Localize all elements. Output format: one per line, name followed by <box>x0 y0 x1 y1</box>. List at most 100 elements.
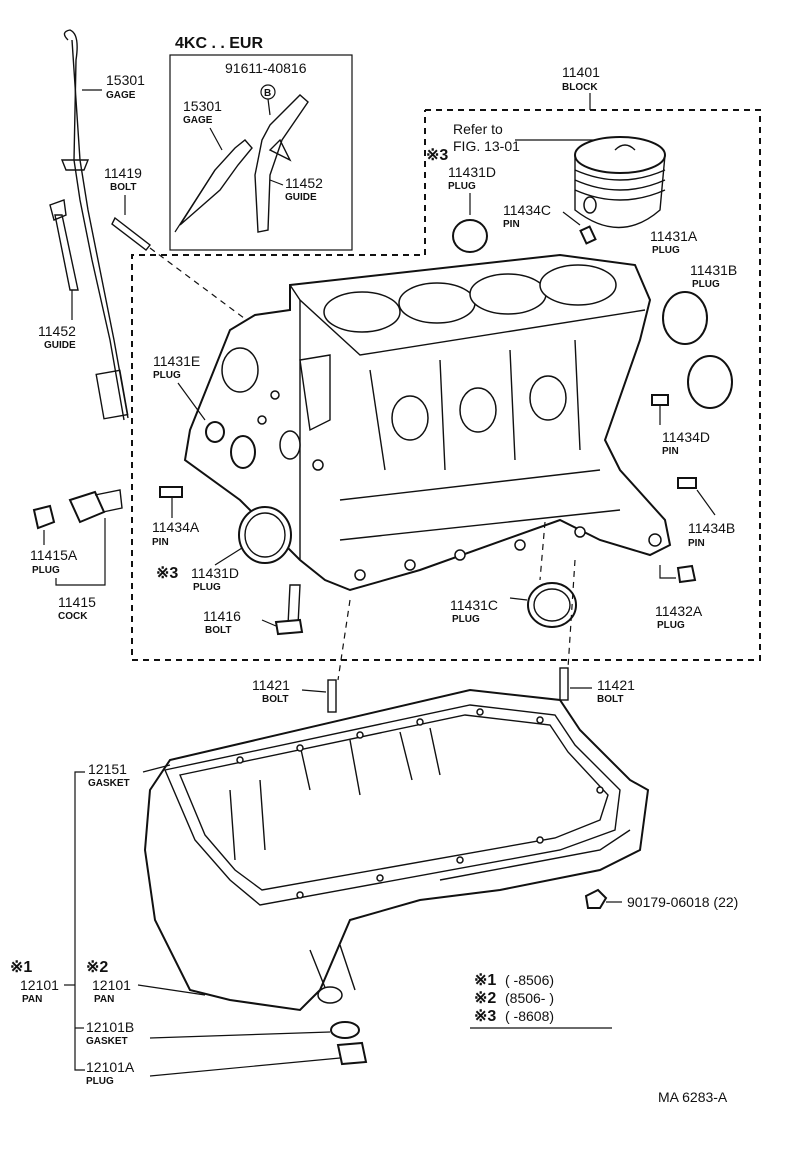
inset-part-number: 91611-40816 <box>225 60 307 76</box>
plug-11431D-top-number: 11431D <box>448 164 496 180</box>
plug-11415A-shape <box>32 504 56 530</box>
pin-11434B-number: 11434B <box>688 520 735 536</box>
block-group-frame <box>131 109 761 661</box>
guide-tube <box>54 214 79 291</box>
bolt-11419-name: BOLT <box>110 182 136 193</box>
plug-11431D-top-shape <box>452 219 488 253</box>
block-number: 11401 <box>562 64 600 80</box>
pan-12101-a-name: PAN <box>22 994 42 1005</box>
bolt-11419-number: 11419 <box>104 165 142 181</box>
bolt-11421-left-name: BOLT <box>262 694 288 705</box>
plug-11431E-number: 11431E <box>153 353 200 369</box>
bolt-11421-right-number: 11421 <box>597 677 635 693</box>
inset-gage-shape <box>179 139 253 226</box>
pan-group-labels: 12151 GASKET ※1 12101 PAN ※2 12101 PAN 1… <box>10 761 341 1087</box>
inset-gage-number: 15301 <box>183 98 222 114</box>
inset-marker: B <box>264 88 271 99</box>
callout-3: ※3 <box>156 565 178 582</box>
plug-11415A-name: PLUG <box>32 565 60 576</box>
inset-frame <box>169 54 353 251</box>
plug-11431A-shape <box>662 291 708 345</box>
gage-number: 15301 <box>106 72 145 88</box>
engine-block <box>183 253 672 592</box>
pin-11434C-number: 11434C <box>503 202 551 218</box>
bolt-11419: 11419 BOLT <box>104 165 261 331</box>
plug-11431D-top-name: PLUG <box>448 181 476 192</box>
guide-number: 11452 <box>38 323 76 339</box>
pin-11434D-name: PIN <box>662 446 679 457</box>
pin-11434C-shape <box>579 225 597 245</box>
pan-gasket-flange <box>164 704 621 906</box>
inset-guide-number: 11452 <box>285 175 323 191</box>
refer-line-2: FIG. 13-01 <box>453 138 520 154</box>
plug-11431C-name: PLUG <box>452 614 480 625</box>
gasket-12151-name: GASKET <box>88 778 130 789</box>
pan-12101-b-name: PAN <box>94 994 114 1005</box>
oil-pan <box>143 688 650 1012</box>
cylinder-3 <box>469 273 547 315</box>
dipstick-gage: 15301 GAGE <box>60 29 145 421</box>
callout-1: ※1 <box>10 959 32 976</box>
nut-shape <box>584 888 608 909</box>
bolt-11421-left-number: 11421 <box>252 677 290 693</box>
plug-11431B-name: PLUG <box>692 279 720 290</box>
inset-gage-name: GAGE <box>183 115 213 126</box>
inset-guide-name: GUIDE <box>285 192 317 203</box>
bolt-11419-shape <box>111 216 151 251</box>
drain-cock: 11415A PLUG 11415 COCK <box>30 489 123 622</box>
date-legend: ※1 ( -8506) ※2 (8506- ) ※3 ( -8608) <box>470 972 612 1029</box>
cock-11415-name: COCK <box>58 611 88 622</box>
pin-11434B-name: PIN <box>688 538 705 549</box>
pin-11434A-shape <box>159 486 183 498</box>
inset-guide-shape <box>254 94 309 233</box>
plug-11431D-shape <box>238 506 292 564</box>
gasket-12151-number: 12151 <box>88 761 127 777</box>
guide-name: GUIDE <box>44 340 76 351</box>
callout-3-top: ※3 <box>426 147 448 164</box>
bolt-11416-name: BOLT <box>205 625 231 636</box>
plug-11415A-number: 11415A <box>30 547 78 563</box>
inset-title: 4KC . . EUR <box>175 35 263 52</box>
bolt-11416-shape <box>287 584 301 626</box>
plug-11431E-shape <box>205 421 225 443</box>
plug-11432A-number: 11432A <box>655 603 703 619</box>
gage-name: GAGE <box>106 90 136 101</box>
pan-outline <box>143 688 650 1012</box>
gasket-12101B-shape <box>330 1021 360 1039</box>
bolt-11421-left-shape <box>327 679 337 713</box>
legend-sym-3: ※3 <box>474 1008 496 1025</box>
pin-11434D-shape <box>651 394 669 406</box>
cylinder-2 <box>398 282 476 324</box>
plug-12101A-number: 12101A <box>86 1059 135 1075</box>
plug-11431C-number: 11431C <box>450 597 498 613</box>
legend-text-3: ( -8608) <box>505 1008 554 1024</box>
plug-11432A-name: PLUG <box>657 620 685 631</box>
gasket-12101B-name: GASKET <box>86 1036 128 1047</box>
dipstick-guide: 11452 GUIDE <box>38 199 79 351</box>
legend-text-1: ( -8506) <box>505 972 554 988</box>
bolt-11421-right-shape <box>559 667 569 701</box>
legend-sym-1: ※1 <box>474 972 496 989</box>
plug-11431D-name: PLUG <box>193 582 221 593</box>
cock-11415-number: 11415 <box>58 594 96 610</box>
plug-12101A-shape <box>336 1041 368 1066</box>
drawing-code: MA 6283-A <box>658 1089 728 1105</box>
pin-11434D-number: 11434D <box>662 429 710 445</box>
gage-shaft <box>63 29 125 421</box>
inset-box: 4KC . . EUR 91611-40816 B 15301 GAGE 114… <box>169 35 353 251</box>
plug-11431D-number: 11431D <box>191 565 239 581</box>
refer-line-1: Refer to <box>453 121 503 137</box>
gage-tip <box>95 369 129 420</box>
cylinder-1 <box>323 291 401 333</box>
callout-2: ※2 <box>86 959 108 976</box>
nut-number: 90179-06018 (22) <box>627 894 738 910</box>
legend-sym-2: ※2 <box>474 990 496 1007</box>
bolt-11416-number: 11416 <box>203 608 241 624</box>
plug-11431E-name: PLUG <box>153 370 181 381</box>
plug-11432A-shape <box>676 564 697 584</box>
pin-11434A-number: 11434A <box>152 519 200 535</box>
block-name: BLOCK <box>562 82 598 93</box>
cylinder-4 <box>539 264 617 306</box>
cock-11415-shape <box>68 490 106 524</box>
